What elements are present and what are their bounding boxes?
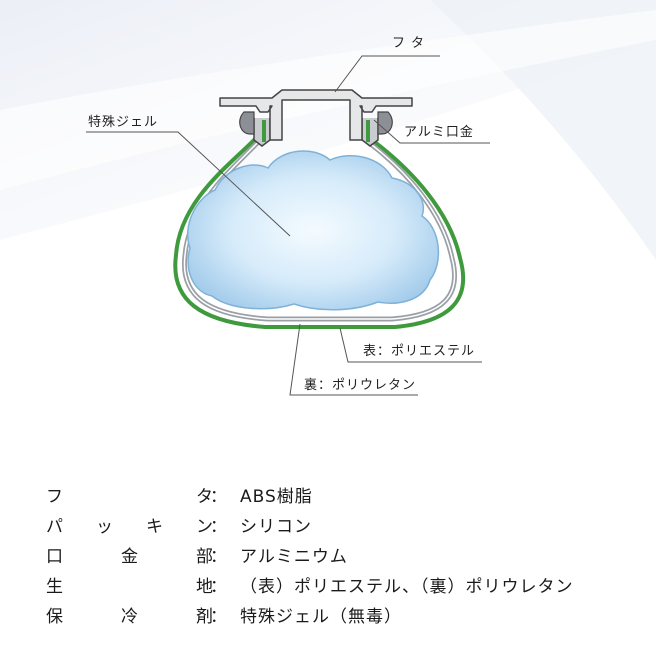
label-special-gel: 特殊ジェル: [88, 115, 159, 130]
spec-colon: ：: [210, 517, 227, 537]
label-futa: フタ: [392, 36, 431, 51]
spec-key-char: 保: [46, 607, 63, 627]
bag-outer-layer: [173, 136, 466, 329]
silicone-packing: [239, 111, 393, 135]
gel-blob: [186, 150, 440, 311]
spec-value: 特殊ジェル（無毒）: [240, 607, 402, 627]
spec-value: シリコン: [240, 517, 312, 537]
spec-value: ABS樹脂: [240, 487, 313, 507]
cross-section-diagram: [86, 55, 490, 396]
spec-key: フ タ: [46, 482, 213, 507]
spec-key-char: 生: [46, 577, 63, 597]
spec-key-char: 口: [46, 547, 63, 567]
spec-key-char: 剤: [196, 607, 213, 627]
spec-key-char: 地: [196, 577, 213, 597]
label-aluminum-mouth: アルミ口金: [404, 125, 474, 140]
spec-key: 生 地: [46, 572, 213, 597]
leader-lines: [86, 55, 490, 396]
spec-key-char: 冷: [121, 607, 138, 627]
spec-colon: ：: [210, 607, 227, 627]
spec-key-char: キ: [146, 517, 163, 537]
spec-row-mouth: 口 金 部 ： アルミニウム: [0, 542, 656, 567]
spec-value: （表）ポリエステル、（裏）ポリウレタン: [240, 577, 574, 597]
spec-key-char: ッ: [96, 517, 113, 537]
spec-key-char: 金: [121, 547, 138, 567]
label-inner-polyurethane: 裏：ポリウレタン: [304, 378, 417, 393]
spec-row-coolant: 保 冷 剤 ： 特殊ジェル（無毒）: [0, 602, 656, 627]
spec-key: パ ッ キ ン: [46, 512, 213, 537]
spec-row-futa: フ タ ： ABS樹脂: [0, 482, 656, 507]
spec-key: 保 冷 剤: [46, 602, 213, 627]
spec-key-char: ン: [196, 517, 213, 537]
spec-colon: ：: [210, 547, 227, 567]
spec-row-fabric: 生 地 ： （表）ポリエステル、（裏）ポリウレタン: [0, 572, 656, 597]
spec-key-char: フ: [46, 487, 63, 507]
spec-colon: ：: [210, 487, 227, 507]
label-outer-polyester: 表：ポリエステル: [363, 344, 476, 359]
spec-row-packing: パ ッ キ ン ： シリコン: [0, 512, 656, 537]
spec-key-char: タ: [196, 487, 213, 507]
cap: [219, 89, 413, 141]
spec-colon: ：: [210, 577, 227, 597]
spec-key-char: パ: [46, 517, 63, 537]
spec-value: アルミニウム: [240, 547, 348, 567]
spec-key-char: 部: [196, 547, 213, 567]
spec-key: 口 金 部: [46, 542, 213, 567]
